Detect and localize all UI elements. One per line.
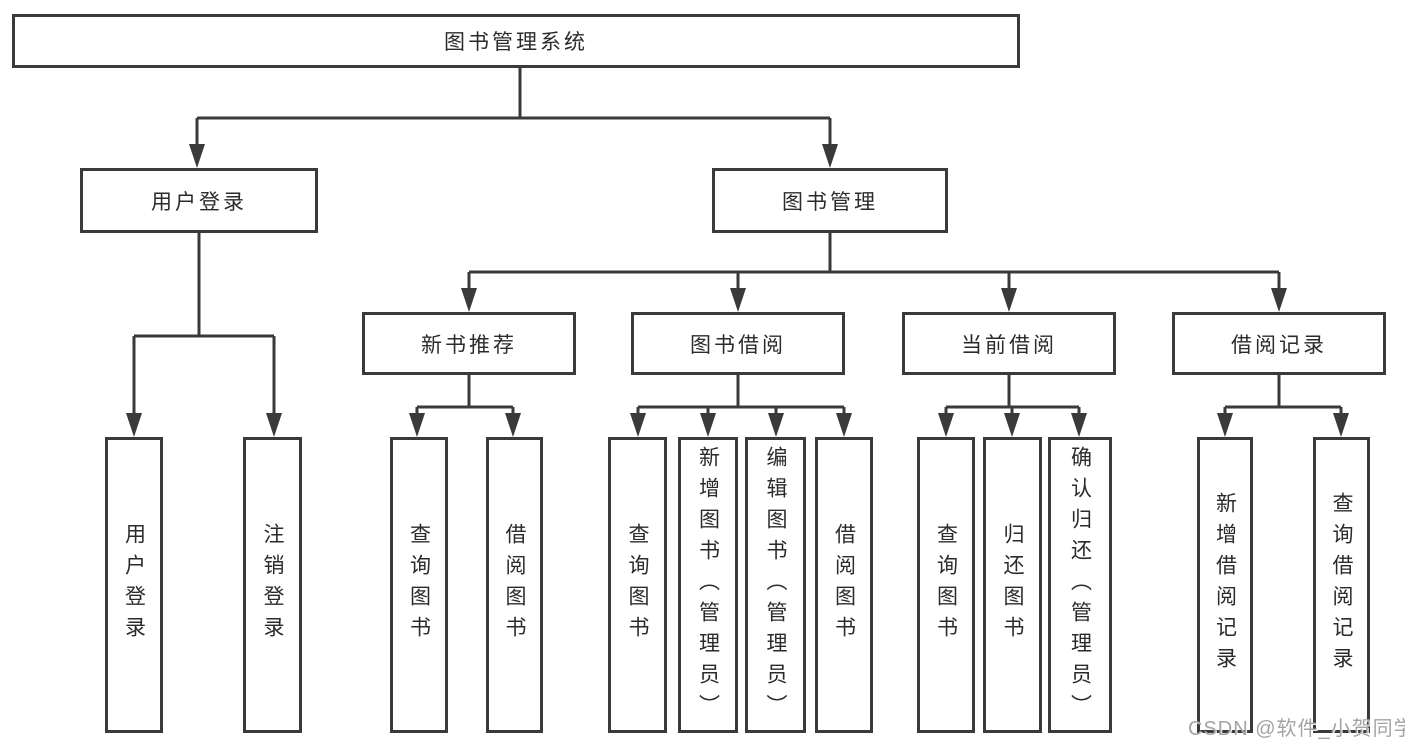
- node-system-root: 图书管理系统: [12, 14, 1020, 68]
- leaf-current-confirm-return-admin: 确认归还（管理员）: [1048, 437, 1112, 733]
- leaf-label: 新增图书（管理员）: [696, 445, 720, 725]
- leaf-label: 查询图书: [934, 523, 958, 647]
- node-label: 当前借阅: [961, 333, 1057, 357]
- leaf-label: 用户登录: [122, 523, 146, 647]
- leaf-records-add-record: 新增借阅记录: [1197, 437, 1253, 733]
- leaf-newrec-query-books: 查询图书: [390, 437, 448, 733]
- leaf-label: 编辑图书（管理员）: [764, 445, 787, 725]
- leaf-current-query-books: 查询图书: [917, 437, 975, 733]
- leaf-borrow-add-books-admin: 新增图书（管理员）: [678, 437, 738, 733]
- leaf-borrow-edit-books-admin: 编辑图书（管理员）: [745, 437, 806, 733]
- leaf-label: 新增借阅记录: [1213, 492, 1237, 678]
- node-book-borrowing: 图书借阅: [631, 312, 845, 375]
- leaf-label: 借阅图书: [503, 523, 526, 647]
- leaf-borrow-query-books: 查询图书: [608, 437, 667, 733]
- node-borrowing-records: 借阅记录: [1172, 312, 1386, 375]
- leaf-label: 查询借阅记录: [1330, 492, 1353, 678]
- node-label: 新书推荐: [421, 333, 517, 357]
- node-book-management: 图书管理: [712, 168, 948, 233]
- leaf-newrec-borrow-books: 借阅图书: [486, 437, 543, 733]
- csdn-watermark: CSDN @软件_小贺同学: [1188, 718, 1405, 740]
- node-label: 图书借阅: [690, 333, 786, 357]
- leaf-label: 查询图书: [407, 523, 431, 647]
- node-label: 图书管理系统: [444, 31, 588, 54]
- node-label: 图书管理: [782, 190, 878, 214]
- leaf-label: 借阅图书: [832, 523, 856, 647]
- leaf-label: 归还图书: [1001, 523, 1024, 647]
- leaf-records-query-record: 查询借阅记录: [1313, 437, 1370, 733]
- leaf-borrow-borrow-books: 借阅图书: [815, 437, 873, 733]
- leaf-current-return-books: 归还图书: [983, 437, 1042, 733]
- node-label: 用户登录: [151, 190, 247, 214]
- leaf-label: 注销登录: [261, 523, 284, 647]
- node-user-login: 用户登录: [80, 168, 318, 233]
- node-new-book-recommend: 新书推荐: [362, 312, 576, 375]
- leaf-label: 查询图书: [626, 523, 649, 647]
- leaf-label: 确认归还（管理员）: [1068, 445, 1092, 725]
- leaf-logout: 注销登录: [243, 437, 302, 733]
- leaf-user-login: 用户登录: [105, 437, 163, 733]
- node-current-borrowing: 当前借阅: [902, 312, 1116, 375]
- node-label: 借阅记录: [1231, 333, 1327, 357]
